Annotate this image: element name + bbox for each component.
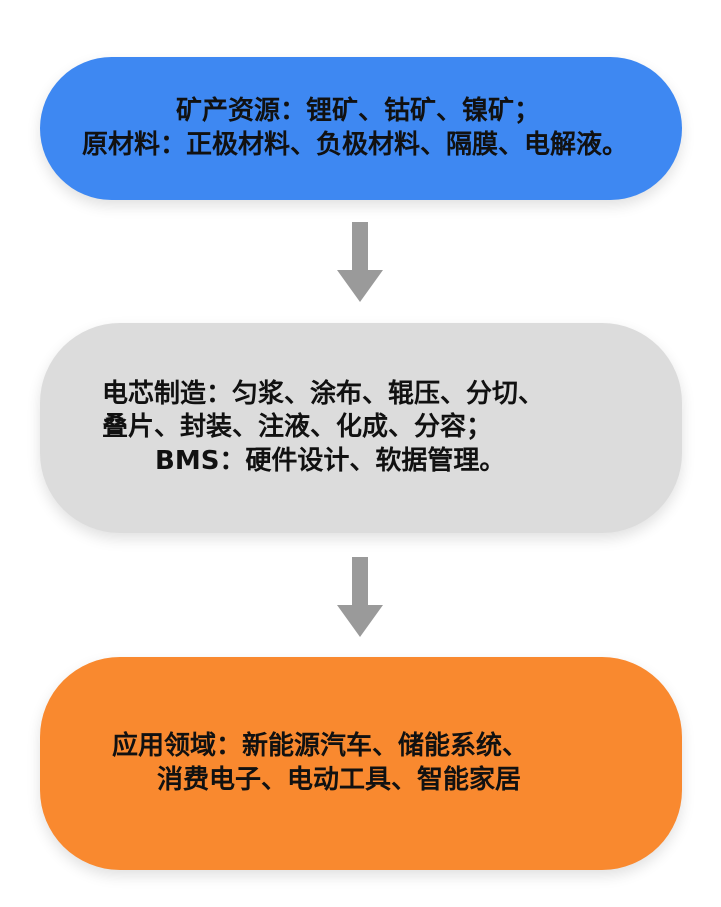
upstream-line-mineral-resources: 矿产资源：锂矿、钴矿、镍矿；: [176, 96, 541, 127]
down-arrow-icon: [337, 222, 383, 302]
midstream-stage-box: 电芯制造：匀浆、涂布、辊压、分切、 叠片、封装、注液、化成、分容； BMS：硬件…: [40, 323, 682, 533]
down-arrow-icon: [337, 557, 383, 637]
upstream-stage-box: 矿产资源：锂矿、钴矿、镍矿； 原材料：正极材料、负极材料、隔膜、电解液。: [40, 57, 682, 200]
midstream-line-cell-manufacturing-cont: 叠片、封装、注液、化成、分容；: [102, 412, 493, 443]
downstream-line-applications: 应用领域：新能源汽车、储能系统、: [112, 731, 529, 762]
downstream-stage-box: 应用领域：新能源汽车、储能系统、 消费电子、电动工具、智能家居: [40, 657, 682, 870]
upstream-line-raw-materials: 原材料：正极材料、负极材料、隔膜、电解液。: [82, 129, 629, 160]
midstream-line-cell-manufacturing: 电芯制造：匀浆、涂布、辊压、分切、: [102, 379, 545, 410]
midstream-line-bms: BMS：硬件设计、软据管理。: [155, 445, 506, 476]
downstream-line-applications-cont: 消费电子、电动工具、智能家居: [157, 764, 522, 795]
